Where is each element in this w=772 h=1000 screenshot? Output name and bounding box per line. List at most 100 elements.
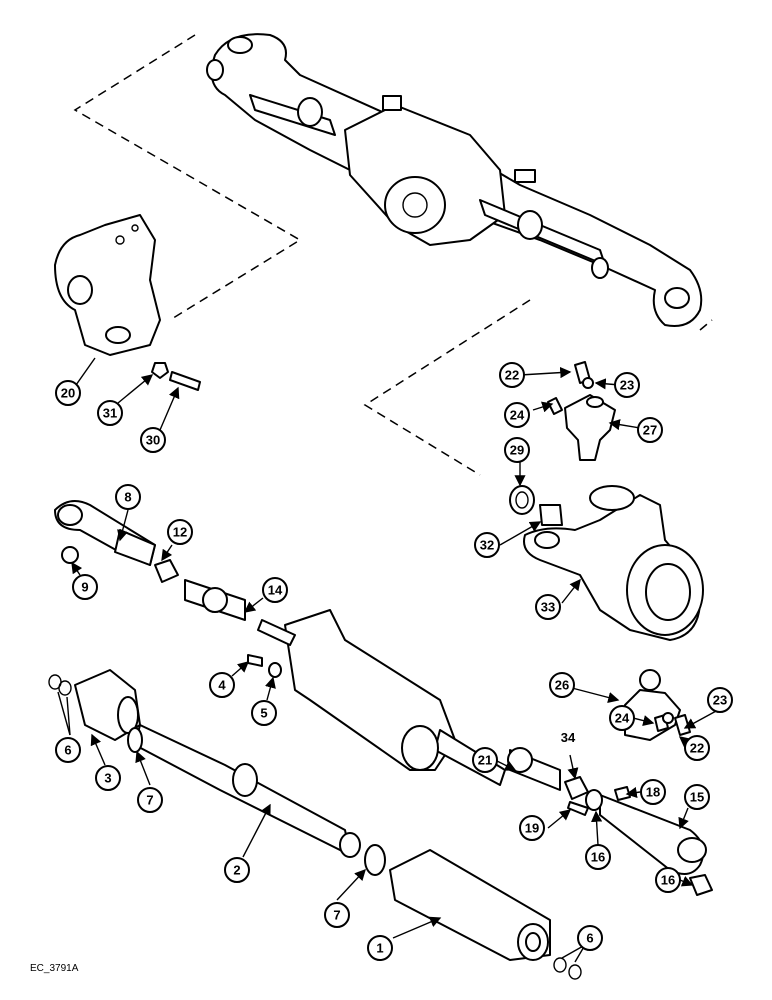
callout-20: 19 bbox=[519, 815, 545, 841]
callout-3: 3 bbox=[95, 765, 121, 791]
bolt-28 bbox=[169, 371, 201, 391]
callout-31: 32 bbox=[474, 532, 500, 558]
callout-2: 2 bbox=[224, 857, 250, 883]
callout-5: 5 bbox=[251, 700, 277, 726]
orings-6-left bbox=[48, 674, 72, 696]
callout-18: 16 bbox=[585, 844, 611, 870]
nut-9 bbox=[61, 546, 79, 564]
svg-text:24: 24 bbox=[615, 711, 630, 726]
kingpin-cap-lower bbox=[624, 669, 681, 741]
oring-7-left bbox=[127, 727, 143, 753]
oring-7-lower bbox=[364, 844, 386, 876]
callout-16: 16 bbox=[655, 867, 681, 893]
knuckle-housing-left bbox=[54, 214, 161, 356]
callout-34: 34 bbox=[561, 730, 576, 745]
callout-9: 9 bbox=[72, 574, 98, 600]
callout-14: 14 bbox=[262, 577, 288, 603]
kingpin-cap-upper bbox=[564, 394, 616, 461]
nut-34 bbox=[564, 776, 589, 800]
svg-text:15: 15 bbox=[690, 790, 704, 805]
callout-29: 31 bbox=[97, 400, 123, 426]
svg-text:30: 30 bbox=[146, 433, 160, 448]
callout-6-right: 6 bbox=[577, 925, 603, 951]
steering-knuckle-right bbox=[523, 485, 704, 641]
callout-30: 27 bbox=[637, 417, 663, 443]
callout-22-bottom: 22 bbox=[684, 735, 710, 761]
seal-27 bbox=[509, 485, 535, 515]
callout-21: 21 bbox=[472, 747, 498, 773]
svg-text:24: 24 bbox=[510, 408, 525, 423]
svg-text:16: 16 bbox=[661, 873, 675, 888]
svg-text:21: 21 bbox=[478, 753, 492, 768]
svg-text:2: 2 bbox=[233, 863, 240, 878]
svg-text:23: 23 bbox=[620, 378, 634, 393]
svg-text:18: 18 bbox=[646, 785, 660, 800]
cylinder-barrel-1 bbox=[389, 849, 551, 961]
threaded-rod-21 bbox=[507, 747, 561, 791]
callout-7-left: 7 bbox=[137, 787, 163, 813]
nut-23b bbox=[662, 712, 674, 724]
callout-32: 20 bbox=[55, 380, 81, 406]
svg-text:6: 6 bbox=[64, 743, 71, 758]
svg-text:27: 27 bbox=[643, 423, 657, 438]
nut-16 bbox=[689, 874, 713, 896]
nut-12 bbox=[154, 559, 179, 583]
callout-15: 15 bbox=[684, 784, 710, 810]
tie-rod-end-right bbox=[599, 794, 707, 875]
svg-text:6: 6 bbox=[586, 931, 593, 946]
svg-text:5: 5 bbox=[260, 706, 267, 721]
clamp-18 bbox=[585, 789, 603, 811]
svg-text:32: 32 bbox=[480, 538, 494, 553]
callout-22-top: 22 bbox=[499, 362, 525, 388]
callout-19: 18 bbox=[640, 779, 666, 805]
fitting-24 bbox=[547, 397, 563, 415]
svg-text:4: 4 bbox=[218, 678, 226, 693]
svg-text:8: 8 bbox=[124, 490, 131, 505]
svg-text:19: 19 bbox=[525, 821, 539, 836]
callout-27: 29 bbox=[504, 437, 530, 463]
svg-text:1: 1 bbox=[376, 941, 383, 956]
washer-5 bbox=[268, 662, 282, 678]
svg-text:7: 7 bbox=[333, 908, 340, 923]
axle-housing-assembly bbox=[206, 33, 703, 327]
figure-reference-code: EC_3791A bbox=[30, 963, 79, 974]
svg-text:3: 3 bbox=[104, 771, 111, 786]
svg-text:26: 26 bbox=[555, 678, 569, 693]
callout-26: 26 bbox=[549, 672, 575, 698]
svg-text:20: 20 bbox=[61, 386, 75, 401]
leader-lines bbox=[57, 357, 719, 963]
callout-23-top: 23 bbox=[614, 372, 640, 398]
callout-7-lower: 7 bbox=[324, 902, 350, 928]
svg-text:22: 22 bbox=[690, 741, 704, 756]
nut-29 bbox=[151, 362, 169, 379]
threaded-rod-14 bbox=[184, 579, 246, 621]
callout-12: 12 bbox=[167, 519, 193, 545]
svg-text:16: 16 bbox=[591, 850, 605, 865]
orings-6-right bbox=[553, 957, 582, 980]
dashed-frame-right bbox=[363, 299, 713, 476]
svg-text:7: 7 bbox=[146, 793, 153, 808]
bushing-31 bbox=[539, 504, 563, 526]
callout-1: 1 bbox=[367, 935, 393, 961]
callout-28: 30 bbox=[140, 427, 166, 453]
bolt-22b bbox=[674, 714, 691, 736]
callout-24-top: 24 bbox=[504, 402, 530, 428]
svg-text:29: 29 bbox=[510, 443, 524, 458]
bolt-20 bbox=[567, 801, 589, 816]
svg-text:22: 22 bbox=[505, 368, 519, 383]
callout-6-left: 6 bbox=[55, 737, 81, 763]
svg-text:23: 23 bbox=[713, 693, 727, 708]
bolt-4 bbox=[247, 654, 263, 667]
nut-23 bbox=[582, 377, 594, 389]
dashed-frame-upper bbox=[73, 34, 302, 321]
piston-rod-2 bbox=[134, 724, 361, 858]
flange-3 bbox=[74, 669, 141, 741]
callout-24-bottom: 24 bbox=[609, 705, 635, 731]
svg-text:12: 12 bbox=[173, 525, 187, 540]
svg-text:9: 9 bbox=[81, 580, 88, 595]
steering-cylinder-upper bbox=[257, 609, 506, 786]
callout-23-bottom: 23 bbox=[707, 687, 733, 713]
callout-8: 8 bbox=[115, 484, 141, 510]
callout-33: 33 bbox=[535, 594, 561, 620]
